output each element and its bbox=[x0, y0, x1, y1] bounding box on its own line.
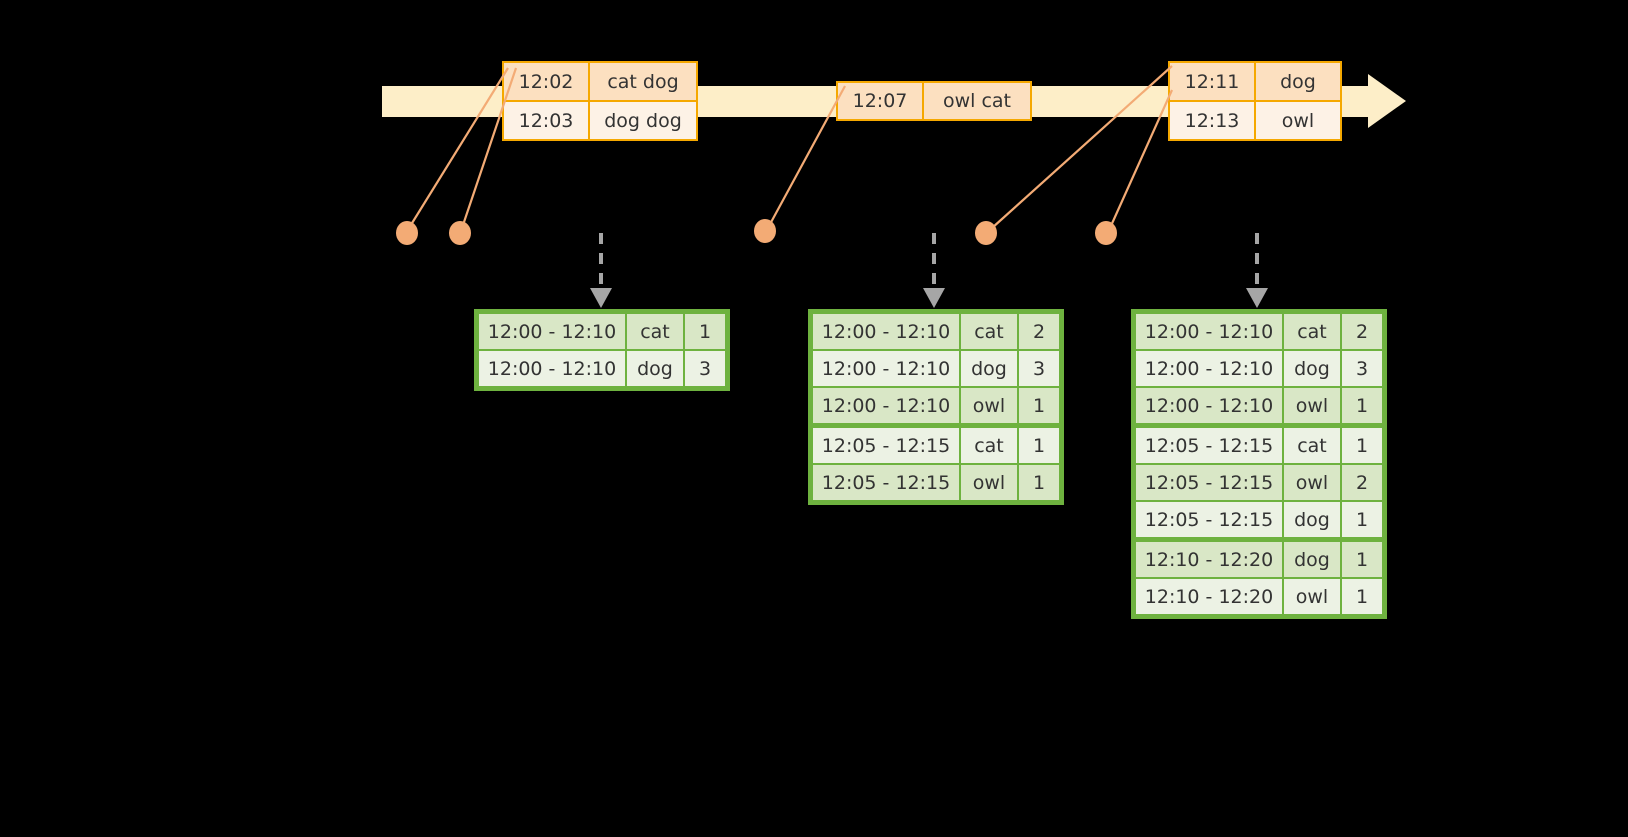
event-dot[interactable] bbox=[1095, 221, 1117, 245]
event-box-group-1[interactable]: 12:02 cat dog 12:03 dog dog bbox=[502, 61, 698, 141]
event-dot[interactable] bbox=[396, 221, 418, 245]
event-time: 12:07 bbox=[838, 83, 924, 119]
table-cell-window: 12:10 - 12:20 bbox=[1135, 578, 1283, 615]
table-cell-count: 1 bbox=[1341, 578, 1383, 615]
table-cell-window: 12:00 - 12:10 bbox=[478, 313, 626, 350]
event-time: 12:11 bbox=[1170, 63, 1256, 100]
event-time: 12:03 bbox=[504, 102, 590, 139]
table-cell-key: dog bbox=[960, 350, 1018, 387]
table-cell-window: 12:05 - 12:15 bbox=[1135, 501, 1283, 538]
table-cell-window: 12:10 - 12:20 bbox=[1135, 541, 1283, 578]
event-dot[interactable] bbox=[754, 219, 776, 243]
trigger-arrow-head-3 bbox=[1246, 288, 1268, 308]
table-cell-window: 12:00 - 12:10 bbox=[812, 387, 960, 424]
table-cell-key: cat bbox=[1283, 313, 1341, 350]
event-value: dog dog bbox=[590, 102, 696, 139]
event-row: 12:07 owl cat bbox=[838, 83, 1030, 119]
table-cell-count: 1 bbox=[1341, 501, 1383, 538]
table-cell-key: owl bbox=[1283, 387, 1341, 424]
table-cell-count: 1 bbox=[1341, 427, 1383, 464]
event-dot[interactable] bbox=[975, 221, 997, 245]
table-cell-window: 12:00 - 12:10 bbox=[1135, 387, 1283, 424]
table-cell-key: owl bbox=[1283, 578, 1341, 615]
table-cell-key: dog bbox=[1283, 541, 1341, 578]
trigger-arrow-head-1 bbox=[590, 288, 612, 308]
table-cell-key: cat bbox=[626, 313, 684, 350]
trigger-arrow-head-2 bbox=[923, 288, 945, 308]
event-value: dog bbox=[1256, 63, 1340, 100]
event-dot[interactable] bbox=[449, 221, 471, 245]
table-cell-count: 3 bbox=[1341, 350, 1383, 387]
table-cell-count: 1 bbox=[1341, 541, 1383, 578]
event-box-group-2[interactable]: 12:07 owl cat bbox=[836, 81, 1032, 121]
table-cell-key: owl bbox=[1283, 464, 1341, 501]
table-cell-count: 1 bbox=[1018, 427, 1060, 464]
timeline-arrow-head bbox=[1368, 74, 1406, 128]
table-cell-count: 1 bbox=[1341, 387, 1383, 424]
table-cell-key: owl bbox=[960, 464, 1018, 501]
event-row: 12:13 owl bbox=[1170, 100, 1340, 139]
table-cell-key: dog bbox=[626, 350, 684, 387]
table-cell-window: 12:05 - 12:15 bbox=[1135, 464, 1283, 501]
event-row: 12:02 cat dog bbox=[504, 63, 696, 100]
table-cell-window: 12:05 - 12:15 bbox=[1135, 427, 1283, 464]
table-cell-count: 2 bbox=[1018, 313, 1060, 350]
table-cell-count: 1 bbox=[1018, 464, 1060, 501]
table-cell-count: 3 bbox=[684, 350, 726, 387]
table-cell-key: dog bbox=[1283, 501, 1341, 538]
event-time: 12:13 bbox=[1170, 102, 1256, 139]
table-cell-key: cat bbox=[1283, 427, 1341, 464]
table-cell-window: 12:00 - 12:10 bbox=[1135, 313, 1283, 350]
table-cell-window: 12:00 - 12:10 bbox=[812, 350, 960, 387]
table-cell-count: 1 bbox=[1018, 387, 1060, 424]
table-cell-window: 12:05 - 12:15 bbox=[812, 427, 960, 464]
table-cell-count: 1 bbox=[684, 313, 726, 350]
table-cell-key: cat bbox=[960, 313, 1018, 350]
table-cell-key: owl bbox=[960, 387, 1018, 424]
table-cell-window: 12:05 - 12:15 bbox=[812, 464, 960, 501]
table-cell-window: 12:00 - 12:10 bbox=[478, 350, 626, 387]
table-cell-key: dog bbox=[1283, 350, 1341, 387]
event-box-group-3[interactable]: 12:11 dog 12:13 owl bbox=[1168, 61, 1342, 141]
event-value: cat dog bbox=[590, 63, 696, 100]
table-cell-count: 2 bbox=[1341, 464, 1383, 501]
event-value: owl cat bbox=[924, 83, 1030, 119]
table-cell-key: cat bbox=[960, 427, 1018, 464]
table-cell-window: 12:00 - 12:10 bbox=[1135, 350, 1283, 387]
event-row: 12:03 dog dog bbox=[504, 100, 696, 139]
table-cell-window: 12:00 - 12:10 bbox=[812, 313, 960, 350]
table-cell-count: 2 bbox=[1341, 313, 1383, 350]
event-time: 12:02 bbox=[504, 63, 590, 100]
event-row: 12:11 dog bbox=[1170, 63, 1340, 100]
table-cell-count: 3 bbox=[1018, 350, 1060, 387]
event-value: owl bbox=[1256, 102, 1340, 139]
